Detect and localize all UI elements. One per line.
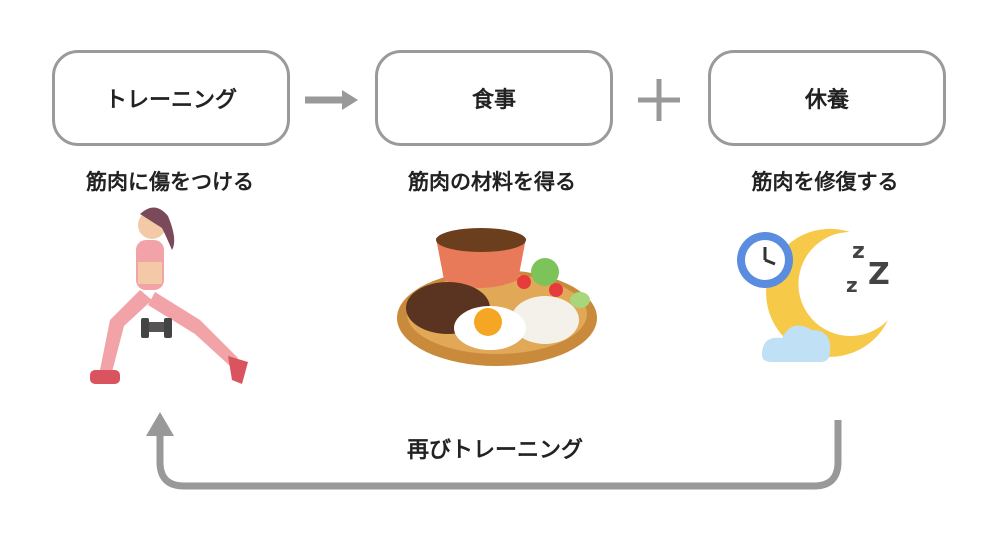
step-label: 食事 xyxy=(471,88,516,113)
step-box-meal: 食事 xyxy=(375,50,613,146)
step-box-training: トレーニング xyxy=(52,50,290,146)
z-letter: z xyxy=(852,239,865,264)
step-caption-rest: 筋肉を修復する xyxy=(751,170,899,194)
step-caption-training: 筋肉に傷をつける xyxy=(86,170,254,194)
loop-label: 再びトレーニング xyxy=(406,438,583,463)
meal-illustration xyxy=(397,228,597,366)
loop-arrow-icon xyxy=(146,412,842,490)
z-letter: z xyxy=(846,273,858,297)
step-label: 休養 xyxy=(804,88,849,113)
plus-icon xyxy=(638,79,680,121)
right-arrow-icon xyxy=(305,90,358,110)
sleep-illustration xyxy=(737,228,888,362)
training-woman-illustration xyxy=(90,207,248,384)
step-caption-meal: 筋肉の材料を得る xyxy=(408,170,576,194)
step-box-rest: 休養 xyxy=(708,50,946,146)
z-letter: Z xyxy=(868,257,890,292)
zzz-icon: z z Z xyxy=(846,239,890,297)
step-label: トレーニング xyxy=(104,88,237,113)
